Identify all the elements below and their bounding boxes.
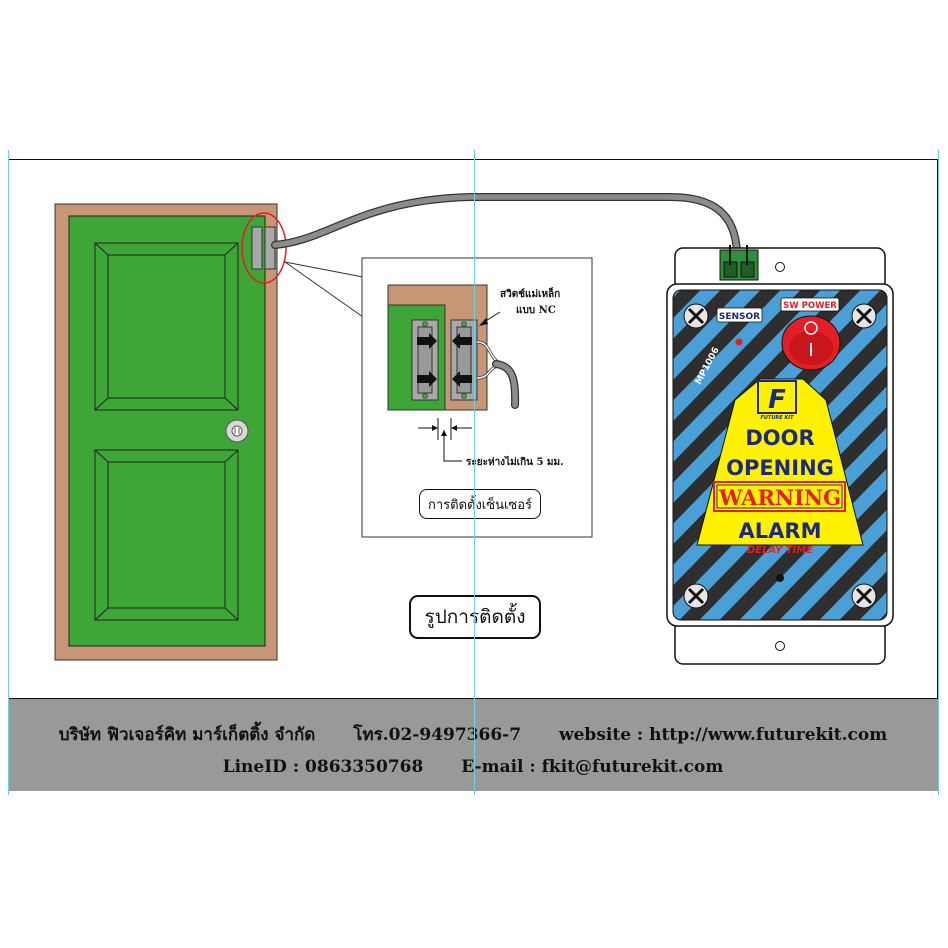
door-sensor xyxy=(251,226,276,270)
buzzer-hole xyxy=(776,574,784,582)
faceplate-stripe xyxy=(940,270,948,640)
faceplate-stripe xyxy=(900,270,948,640)
installation-caption: รูปการติดตั้ง xyxy=(409,595,541,639)
footer-line-2: LineID : 0863350768 E-mail : fkit@future… xyxy=(8,757,938,777)
guide-line-right xyxy=(938,150,939,795)
faceplate-stripe xyxy=(673,290,800,620)
gap-dimension xyxy=(418,418,472,462)
sensor-highlight xyxy=(241,212,287,284)
faceplate-stripe xyxy=(740,290,887,620)
door xyxy=(54,203,278,661)
title-warning: WARNING xyxy=(718,485,841,510)
sensor-led xyxy=(735,338,743,346)
warning-panel: F FUTURE KIT DOOR OPENING WARNING ALARM … xyxy=(696,378,864,556)
gap-label: ระยะห่างไม่เกิน 5 มม. xyxy=(466,457,564,468)
footer-line-1: บริษัท ฟิวเจอร์คิท มาร์เก็ตติ้ง จำกัด โท… xyxy=(8,721,938,748)
phone-number: โทร.02-9497366-7 xyxy=(353,725,522,745)
svg-text:F: F xyxy=(768,385,786,415)
sensor-cable xyxy=(271,193,741,256)
title-opening: OPENING xyxy=(726,456,834,480)
door-upper-panel xyxy=(94,242,239,411)
door-knob xyxy=(225,419,249,443)
reed-switch-part xyxy=(450,319,478,401)
footer: บริษัท ฟิวเจอร์คิท มาร์เก็ตติ้ง จำกัด โท… xyxy=(8,698,938,791)
title-door: DOOR xyxy=(745,426,814,450)
switch-label-line1: สวิตช์แม่เหล็ก xyxy=(500,289,561,300)
faceplate-stripe xyxy=(700,290,887,620)
email-address[interactable]: E-mail : fkit@futurekit.com xyxy=(461,757,724,777)
power-label: SW POWER xyxy=(783,301,837,311)
door-lower-panel xyxy=(94,449,239,621)
website-link[interactable]: website : http://www.futurekit.com xyxy=(558,725,888,745)
screw-bottom-right xyxy=(851,583,877,609)
alarm-device: SENSOR SW POWER MP1006 F FUTURE KIT xyxy=(666,245,948,665)
title-alarm: ALARM xyxy=(739,519,822,543)
screw-top-left xyxy=(683,303,709,329)
faceplate-stripe xyxy=(673,290,840,620)
terminal-block xyxy=(719,245,759,281)
faceplate-stripe xyxy=(673,290,880,620)
line-id: LineID : 0863350768 xyxy=(222,757,424,777)
faceplate-stripe xyxy=(780,290,887,620)
guide-line-left xyxy=(8,150,9,795)
svg-text:FUTURE KIT: FUTURE KIT xyxy=(760,415,794,421)
detail-caption: การติดตั้งเซ็นเซอร์ xyxy=(419,489,541,519)
callout-leaders xyxy=(284,261,364,318)
screw-bottom-left xyxy=(683,583,709,609)
faceplate-stripe xyxy=(673,290,887,620)
power-switch[interactable] xyxy=(781,315,841,371)
guide-line-center xyxy=(474,150,475,795)
magnet-part xyxy=(411,319,439,401)
company-name: บริษัท ฟิวเจอร์คิท มาร์เก็ตติ้ง จำกัด xyxy=(58,725,316,745)
futurekit-logo: F FUTURE KIT xyxy=(757,380,797,421)
delay-time-label: DELAY TIME xyxy=(747,545,813,556)
switch-label-line2: แบบ NC xyxy=(516,305,556,316)
sensor-label: SENSOR xyxy=(719,312,760,322)
detail-wires xyxy=(476,340,520,409)
screw-top-right xyxy=(851,303,877,329)
